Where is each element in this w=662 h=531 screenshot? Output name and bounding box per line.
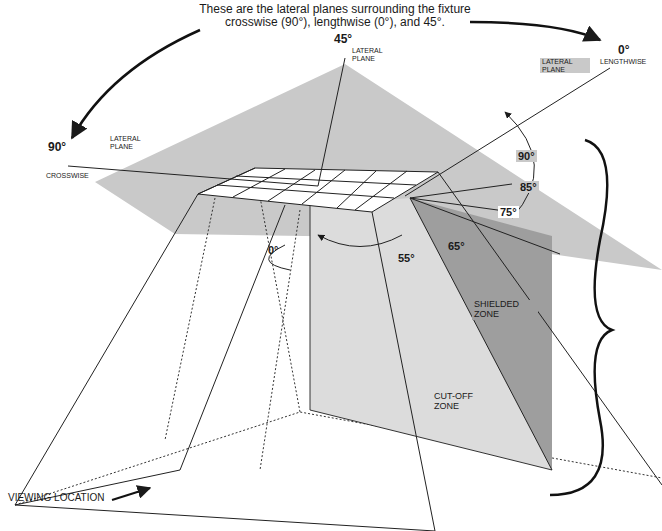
angle-label: 0° [618,44,629,57]
angle-label: 65° [446,240,467,252]
plane-label: LATERAL PLANE [110,135,154,150]
angle-arc [269,245,290,270]
lengthwise-plane [310,198,552,470]
crosswise-axis [68,166,318,186]
angle-label: 0° [268,244,279,256]
angle-label: 45° [334,33,352,46]
angle-arc [318,235,402,247]
light-pyramid [15,172,662,531]
zone-bracket [550,140,612,495]
plane-edge [310,410,552,470]
plane-label: LATERAL PLANE [352,47,398,62]
lengthwise-axis [405,68,610,196]
plane-label: LATERAL PLANE [540,58,590,73]
zone-label: SHIELDED ZONE [472,300,538,320]
angle-label: 90° [48,141,66,154]
plane-edge [310,206,311,410]
hidden-edge [255,170,300,412]
fixture-grid [198,168,438,212]
axis-45 [318,58,345,186]
hidden-edge [165,198,215,440]
floor-back-edge [15,412,662,505]
angle-arc [505,112,534,218]
note-text: These are the lateral planes surrounding… [180,3,490,29]
location-label: VIEWING LOCATION [8,492,105,503]
axis-label: CROSSWISE [46,172,89,180]
angle-label: 75° [498,206,519,218]
viewing-arrow [112,488,150,500]
angle-label: 55° [396,252,417,264]
zone-label: CUT-OFF ZONE [432,392,496,412]
note-arrow [72,30,200,138]
angle-label: 85° [518,181,539,193]
angle-rays [410,184,560,470]
note-arrow [470,22,600,40]
axis-label: LENGTHWISE [600,58,646,66]
shielded-zone [410,198,552,470]
hidden-edge [260,210,300,470]
angle-label: 90° [516,150,537,162]
